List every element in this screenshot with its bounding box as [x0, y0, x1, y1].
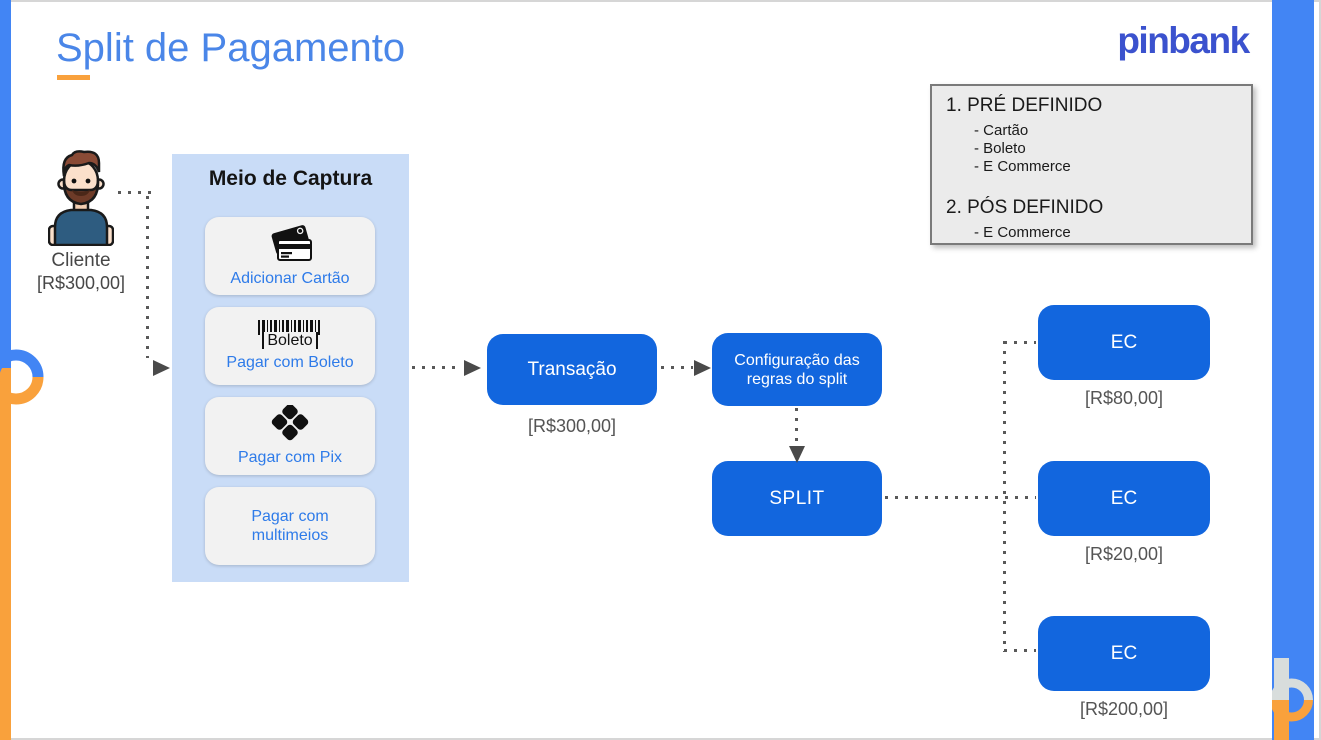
- info-item: - Boleto: [974, 140, 1026, 157]
- info-heading-pos-definido: 2. PÓS DEFINIDO: [946, 197, 1104, 218]
- arrowhead-into-capture-panel: [153, 360, 170, 376]
- connector-split-to-ec-trunk: [885, 496, 1036, 499]
- connector-transacao-to-config: [661, 366, 693, 369]
- capture-panel: Meio de Captura Adicionar Cartão Boleto …: [172, 154, 409, 582]
- ec-2-amount: [R$20,00]: [1084, 544, 1164, 564]
- right-edge-strip: [1272, 0, 1314, 740]
- left-edge-stem-orange: [0, 368, 11, 740]
- connector-ec-branch-vertical: [1003, 341, 1006, 652]
- connector-branch-to-ec-1: [1004, 341, 1036, 344]
- connector-client-elbow-h: [118, 191, 151, 194]
- arrowhead-into-split: [789, 446, 805, 463]
- pinbank-p-glyph-decoration: [0, 349, 44, 405]
- client-avatar-icon: [48, 150, 114, 246]
- info-item: - E Commerce: [974, 224, 1071, 241]
- transacao-amount: [R$300,00]: [527, 416, 617, 436]
- info-item: - E Commerce: [974, 158, 1071, 175]
- credit-card-icon: [271, 224, 312, 261]
- node-ec-1: EC: [1038, 305, 1210, 380]
- boleto-icon-text: Boleto: [262, 332, 318, 349]
- split-types-info-box: 1. PRÉ DEFINIDO - Cartão - Boleto - E Co…: [930, 84, 1253, 245]
- node-split: SPLIT: [712, 461, 882, 536]
- connector-client-elbow-v: [146, 196, 149, 358]
- left-edge-stem-blue: [0, 0, 11, 368]
- capture-option-label: Pagar com Pix: [237, 449, 343, 466]
- connector-config-to-split: [795, 408, 798, 446]
- client-label: Cliente: [51, 250, 111, 271]
- node-ec-3: EC: [1038, 616, 1210, 691]
- capture-option-adicionar-cartao[interactable]: Adicionar Cartão: [205, 217, 375, 295]
- capture-option-pagar-com-boleto[interactable]: Boleto Pagar com Boleto: [205, 307, 375, 385]
- pinbank-b-glyph-decoration: [1272, 658, 1313, 740]
- ec-3-amount: [R$200,00]: [1079, 699, 1169, 719]
- pinbank-logo: pinbank: [1117, 20, 1250, 61]
- pix-icon: [271, 405, 309, 441]
- client-amount: [R$300,00]: [36, 273, 126, 293]
- capture-option-label: Pagar com multimeios: [251, 508, 329, 544]
- title-underline-accent: [57, 75, 90, 80]
- ec-1-amount: [R$80,00]: [1084, 388, 1164, 408]
- capture-option-label: Pagar com Boleto: [226, 354, 354, 371]
- node-ec-2: EC: [1038, 461, 1210, 536]
- arrowhead-into-config: [694, 360, 711, 376]
- node-transacao: Transação: [487, 334, 657, 405]
- info-item: - Cartão: [974, 122, 1029, 139]
- arrowhead-into-transacao: [464, 360, 481, 376]
- node-configuracao-regras-split: Configuração das regras do split: [712, 333, 882, 406]
- connector-branch-to-ec-3: [1004, 649, 1036, 652]
- boleto-barcode-icon: Boleto: [254, 320, 326, 349]
- capture-panel-title: Meio de Captura: [208, 167, 373, 190]
- capture-option-label: Adicionar Cartão: [230, 269, 350, 287]
- connector-panel-to-transacao: [412, 366, 462, 369]
- capture-option-pagar-com-multimeios[interactable]: Pagar com multimeios: [205, 487, 375, 565]
- client-figure: Cliente [R$300,00]: [20, 148, 142, 294]
- page-title: Split de Pagamento: [56, 26, 406, 70]
- info-heading-pre-definido: 1. PRÉ DEFINIDO: [946, 95, 1103, 116]
- capture-option-pagar-com-pix[interactable]: Pagar com Pix: [205, 397, 375, 475]
